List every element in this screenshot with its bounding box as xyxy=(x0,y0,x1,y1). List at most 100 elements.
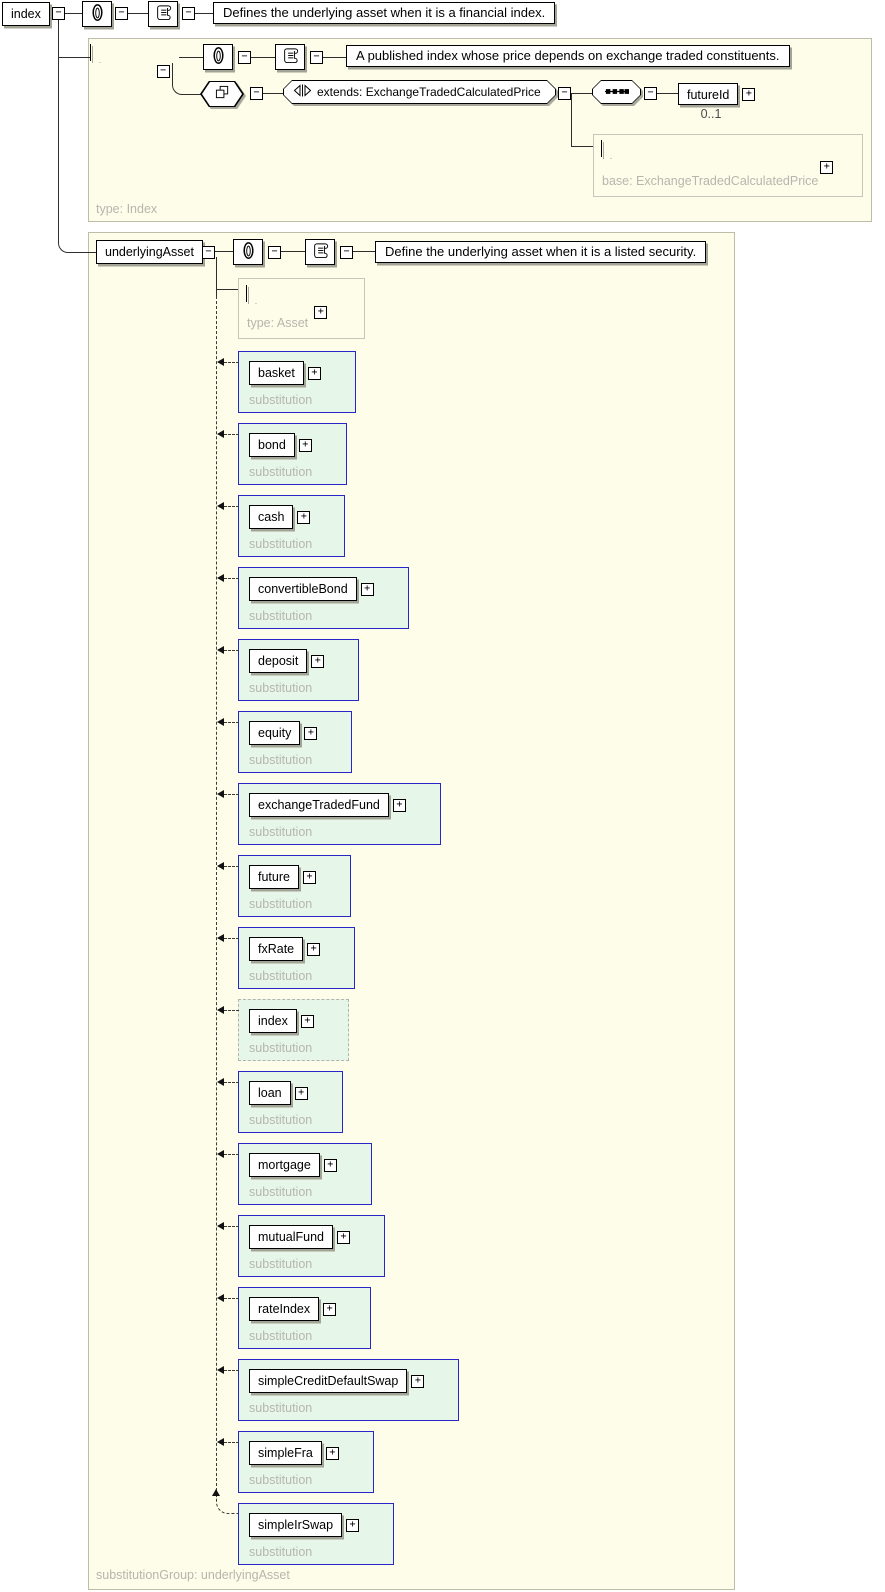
substitution-element-loan[interactable]: loan xyxy=(249,1081,291,1105)
substitution-kind-label: substitution xyxy=(249,753,313,767)
documentation-node[interactable] xyxy=(305,239,335,265)
substitution-kind-label: substitution xyxy=(249,609,313,623)
expand-toggle-icon[interactable] xyxy=(742,87,756,101)
substitution-element-index[interactable]: index xyxy=(249,1009,297,1033)
expand-toggle-icon[interactable] xyxy=(302,870,316,884)
paperclip-icon xyxy=(90,3,105,25)
documentation-text-box[interactable]: Defines the underlying asset when it is … xyxy=(213,2,556,24)
substitution-kind-label: substitution xyxy=(249,1545,313,1559)
substitution-element-cash[interactable]: cash xyxy=(249,505,294,529)
collapse-toggle-icon[interactable] xyxy=(202,246,215,259)
annotation-node[interactable] xyxy=(233,239,263,265)
expand-toggle-icon[interactable] xyxy=(323,1158,337,1172)
collapse-toggle-icon[interactable] xyxy=(156,64,170,78)
collapse-toggle-icon[interactable] xyxy=(250,87,263,100)
substitution-element-equity[interactable]: equity xyxy=(249,721,301,745)
expand-toggle-icon[interactable] xyxy=(360,582,374,596)
element-future-id[interactable]: futureId xyxy=(678,83,739,105)
future-id-label: futureId xyxy=(687,88,730,102)
sequence-icon xyxy=(604,85,629,99)
complex-type-exchange-traded-calculated-price[interactable]: ExchangeTradedCalculatedPrice xyxy=(601,141,817,193)
expand-toggle-icon[interactable] xyxy=(298,438,312,452)
substitution-element-simpleCreditDefaultSwap[interactable]: simpleCreditDefaultSwap xyxy=(249,1369,408,1393)
substitution-element-rateIndex[interactable]: rateIndex xyxy=(249,1297,320,1321)
sequence-node[interactable] xyxy=(592,80,641,104)
expand-toggle-icon[interactable] xyxy=(294,1086,308,1100)
documentation-text-box[interactable]: Define the underlying asset when it is a… xyxy=(375,241,707,263)
substitution-kind-label: substitution xyxy=(249,1329,313,1343)
connector-line xyxy=(193,13,213,14)
substitution-element-convertibleBond[interactable]: convertibleBond xyxy=(249,577,357,601)
collapse-toggle-icon[interactable] xyxy=(340,246,353,259)
substitution-element-exchangeTradedFund[interactable]: exchangeTradedFund xyxy=(249,793,389,817)
element-underlying-asset[interactable]: underlyingAsset xyxy=(96,240,203,264)
documentation-node[interactable] xyxy=(148,1,178,27)
expand-toggle-icon[interactable] xyxy=(337,1230,351,1244)
collapse-toggle-icon[interactable] xyxy=(558,87,571,100)
left-arrow-icon xyxy=(217,430,224,438)
substitution-element-future[interactable]: future xyxy=(249,865,299,889)
base-type-label: base: ExchangeTradedCalculatedPrice xyxy=(602,174,819,188)
documentation-text-box[interactable]: A published index whose price depends on… xyxy=(346,45,790,67)
expand-toggle-icon[interactable] xyxy=(392,798,406,812)
left-arrow-icon xyxy=(217,502,224,510)
square-icon xyxy=(610,162,621,173)
expand-toggle-icon[interactable] xyxy=(297,510,311,524)
collapse-toggle-icon[interactable] xyxy=(182,7,195,20)
substitution-element-bond[interactable]: bond xyxy=(249,433,295,457)
collapse-toggle-icon[interactable] xyxy=(115,7,128,20)
documentation-text: Define the underlying asset when it is a… xyxy=(385,244,697,259)
overlapping-squares-icon xyxy=(215,85,230,103)
future-id-row: futureId xyxy=(678,82,756,106)
substitution-element-deposit[interactable]: deposit xyxy=(249,649,308,673)
substitution-kind-label: substitution xyxy=(249,1473,313,1487)
complex-type-asset[interactable]: Asset xyxy=(246,286,311,338)
expand-toggle-icon[interactable] xyxy=(311,654,325,668)
annotation-node[interactable] xyxy=(82,1,112,27)
expand-toggle-icon[interactable] xyxy=(304,726,318,740)
underlying-asset-label: underlyingAsset xyxy=(105,245,194,259)
substitution-box-future: future substitution xyxy=(217,855,351,917)
substitution-element-mortgage[interactable]: mortgage xyxy=(249,1153,320,1177)
derivation-node[interactable] xyxy=(200,81,244,107)
substitution-element-mutualFund[interactable]: mutualFund xyxy=(249,1225,334,1249)
substitution-kind-label: substitution xyxy=(249,681,313,695)
substitution-box-exchangeTradedFund: exchangeTradedFund substitution xyxy=(217,783,441,845)
substitution-group-label: substitutionGroup: underlyingAsset xyxy=(96,1568,290,1582)
documentation-text: Defines the underlying asset when it is … xyxy=(223,5,546,20)
annotation-node[interactable] xyxy=(203,44,233,70)
expand-toggle-icon[interactable] xyxy=(323,1302,337,1316)
substitution-element-basket[interactable]: basket xyxy=(249,361,304,385)
root-trunk-line xyxy=(58,13,97,253)
expand-toggle-icon[interactable] xyxy=(346,1518,360,1532)
connector-line xyxy=(323,57,346,58)
element-index[interactable]: index xyxy=(2,2,50,26)
paperclip-icon xyxy=(211,46,226,68)
extension-node[interactable]: extends: ExchangeTradedCalculatedPrice xyxy=(283,80,556,104)
expand-toggle-icon[interactable] xyxy=(411,1374,425,1388)
expand-toggle-icon[interactable] xyxy=(307,366,321,380)
substitution-kind-label: substitution xyxy=(249,969,313,983)
complex-type-index[interactable]: Index xyxy=(90,45,155,97)
substitution-connector xyxy=(224,1009,239,1011)
substitution-element-simpleIrSwap[interactable]: simpleIrSwap xyxy=(249,1513,343,1537)
expand-toggle-icon[interactable] xyxy=(307,942,321,956)
collapse-toggle-icon[interactable] xyxy=(52,7,65,20)
collapse-toggle-icon[interactable] xyxy=(268,246,281,259)
substitution-kind-label: substitution xyxy=(249,465,313,479)
substitution-element-fxRate[interactable]: fxRate xyxy=(249,937,304,961)
expand-toggle-icon[interactable] xyxy=(300,1014,314,1028)
collapse-toggle-icon[interactable] xyxy=(644,87,657,100)
collapse-toggle-icon[interactable] xyxy=(238,51,251,64)
substitution-box-mutualFund: mutualFund substitution xyxy=(217,1215,386,1277)
expand-toggle-icon[interactable] xyxy=(314,305,328,319)
expand-toggle-icon[interactable] xyxy=(325,1446,339,1460)
square-icon xyxy=(99,66,110,77)
collapse-toggle-icon[interactable] xyxy=(310,51,323,64)
up-arrow-icon xyxy=(212,1489,220,1496)
expand-toggle-icon[interactable] xyxy=(820,160,834,174)
substitution-element-simpleFra[interactable]: simpleFra xyxy=(249,1441,322,1465)
branch-to-asset xyxy=(216,289,238,290)
documentation-node[interactable] xyxy=(275,44,305,70)
